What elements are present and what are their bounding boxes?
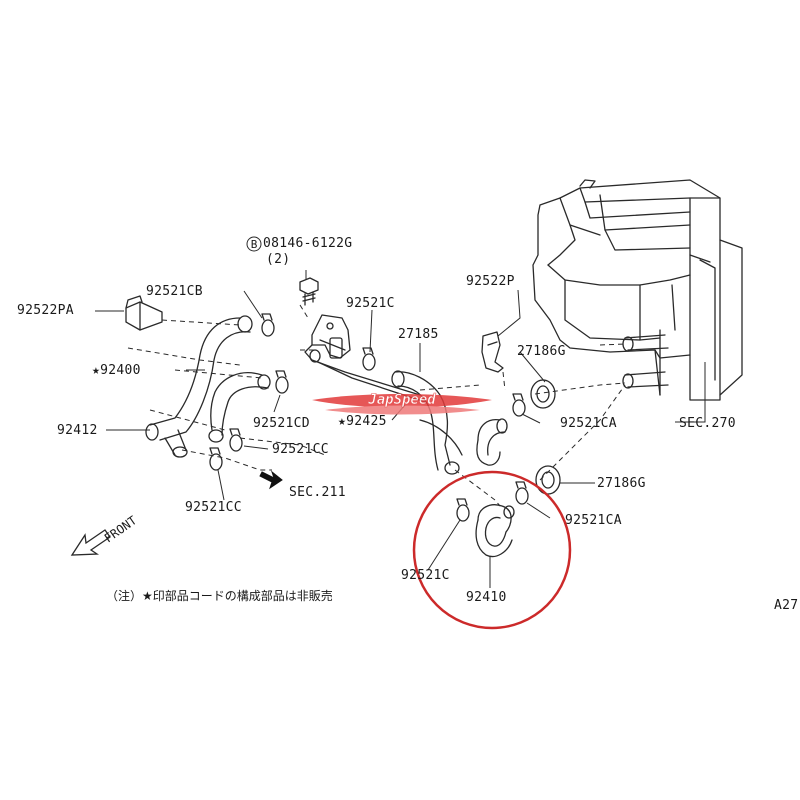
label-92425: ★92425: [338, 414, 387, 429]
hose-92410: [475, 504, 515, 558]
label-92410: 92410: [466, 590, 507, 605]
label-92521ca-top: 92521CA: [560, 416, 617, 431]
grommet-bottom: [535, 465, 561, 495]
leader-lines: [95, 270, 706, 588]
svg-text:JapSpeed: JapSpeed: [367, 392, 436, 408]
label-92400: ★92400: [92, 363, 141, 378]
label-sec-270: SEC.270: [679, 416, 736, 431]
label-92412: 92412: [57, 423, 98, 438]
grommet-top: [530, 379, 556, 409]
label-92522p: 92522P: [466, 274, 515, 289]
label-92521cc-right: 92521CC: [272, 442, 329, 457]
label-92521cc-bottom: 92521CC: [185, 500, 242, 515]
clamps: [209, 313, 529, 522]
label-92521cd: 92521CD: [253, 416, 310, 431]
sec-211-arrow: [259, 470, 283, 490]
water-valve-bracket: [304, 314, 426, 403]
label-bolt-qty: (2): [266, 252, 291, 267]
hoses-left: [145, 315, 271, 458]
clip-92522p: [481, 331, 504, 373]
watermark-logo: JapSpeed: [312, 392, 492, 415]
label-27186g-top: 27186G: [517, 344, 566, 359]
front-arrow: [70, 529, 111, 556]
label-92521c-bottom: 92521C: [401, 568, 450, 583]
front-label: FRONT: [102, 513, 140, 545]
assembly-lines: [127, 304, 626, 507]
bolt-part: [299, 277, 319, 306]
hoses-center: [391, 370, 508, 475]
label-92521ca-bottom: 92521CA: [565, 513, 622, 528]
bolt-mark-circle: [246, 236, 262, 252]
label-92521c-top: 92521C: [346, 296, 395, 311]
label-sec-211: SEC.211: [289, 485, 346, 500]
label-bolt: 08146-6122G: [263, 236, 353, 251]
highlight-circle: [412, 470, 572, 630]
bolt-mark: B: [251, 238, 258, 251]
label-92522pa: 92522PA: [17, 303, 74, 318]
label-figure-code: A27: [774, 598, 799, 613]
heater-unit: [532, 179, 743, 401]
clip-92522pa: [125, 295, 163, 331]
label-27185: 27185: [398, 327, 439, 342]
label-92521cb: 92521CB: [146, 284, 203, 299]
footnote: （注）★印部品コードの構成部品は非販売: [106, 589, 333, 603]
label-27186g-bottom: 27186G: [597, 476, 646, 491]
